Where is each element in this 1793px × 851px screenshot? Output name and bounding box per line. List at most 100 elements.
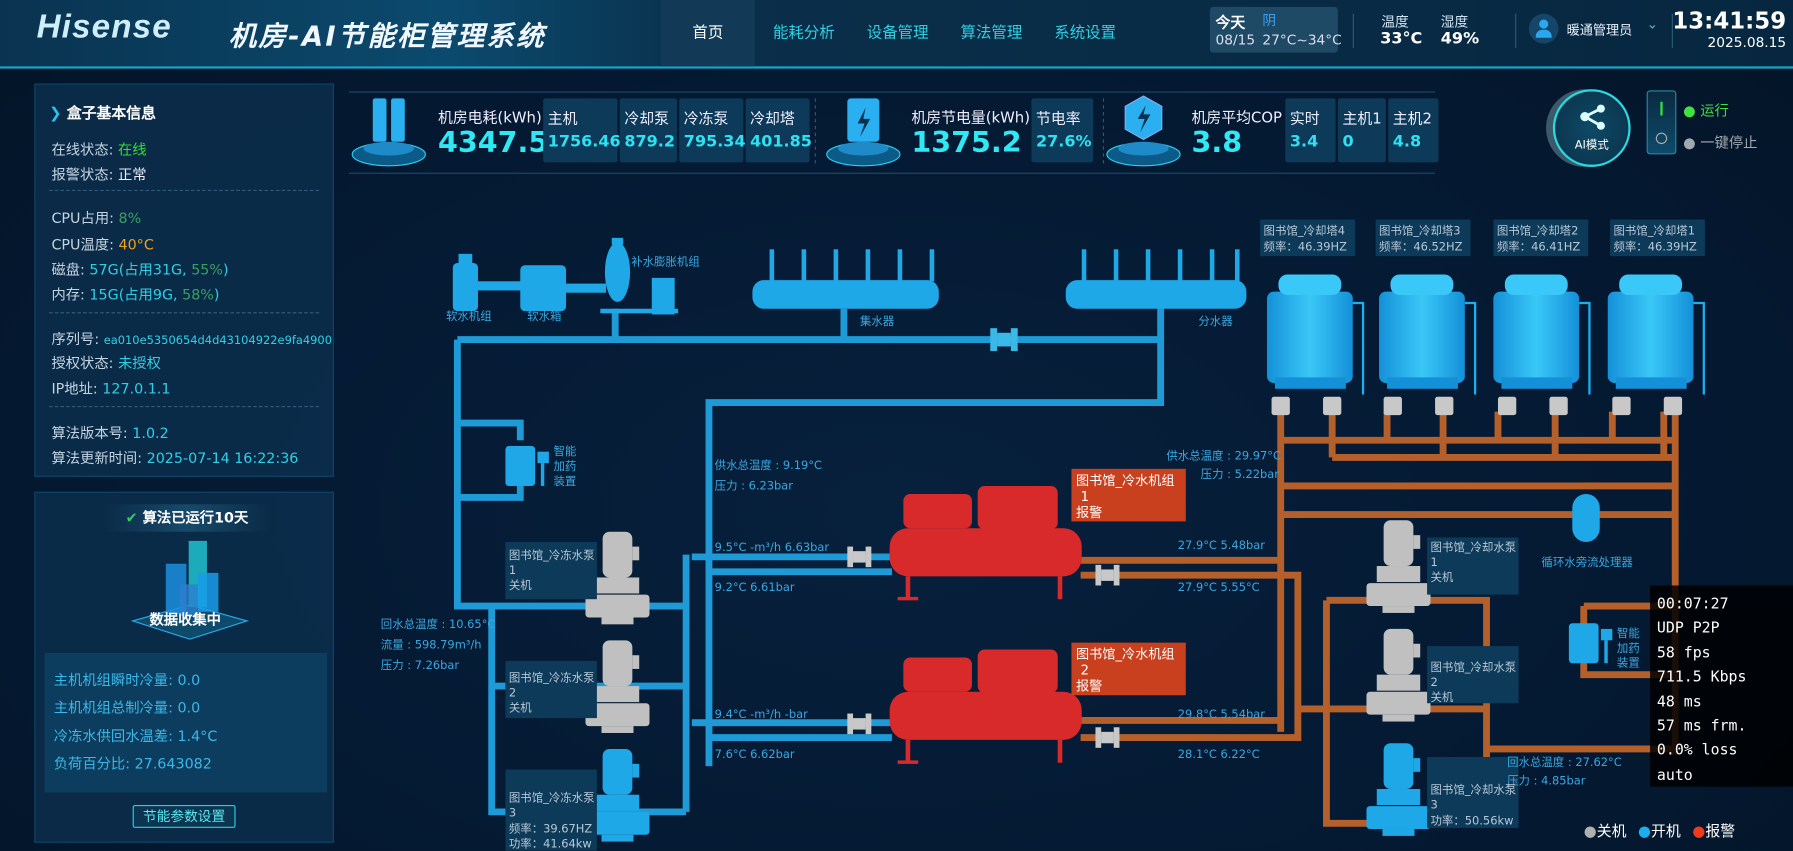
clock-date: 2025.08.15: [1707, 34, 1787, 51]
nav-device-management[interactable]: 设备管理: [866, 24, 929, 43]
tower-4-name: 图书馆_冷却塔4: [1264, 223, 1346, 237]
hisense-logo: Hisense: [36, 9, 172, 46]
chw-pump-3-freq: 频率：39.67HZ: [509, 821, 593, 835]
nav-home[interactable]: 首页: [660, 0, 755, 67]
chiller-2-alarm-box: [1071, 642, 1186, 696]
chw-reading: 9.5°C -m³/h 6.63bar: [715, 540, 830, 554]
cw-reading: 27.9°C 5.55°C: [1178, 580, 1260, 594]
cw-return-temp: 回水总温度 : 27.62°C: [1507, 755, 1622, 769]
tower-3-name: 图书馆_冷却塔3: [1379, 223, 1461, 237]
tower-4-freq: 频率：46.39HZ: [1264, 239, 1348, 253]
chiller-2-no: 2: [1081, 664, 1089, 679]
chevron-down-icon[interactable]: ⌄: [1646, 16, 1659, 33]
cw-pump-3-name: 图书馆_冷却水泵: [1431, 783, 1517, 797]
share-icon: [1580, 104, 1605, 130]
energy-value: 4347.5: [437, 125, 549, 159]
power-saving-icon: [826, 98, 901, 167]
overlay-line: 58 fps: [1656, 644, 1711, 662]
chw-reading: 9.2°C 6.61bar: [715, 580, 795, 594]
distributor-label: 分水器: [1198, 314, 1233, 328]
overlay-line: 711.5 Kbps: [1656, 669, 1747, 687]
one-key-stop-button[interactable]: ● 一键停止: [1683, 133, 1758, 151]
chw-pump-2-status: 关机: [509, 700, 532, 714]
box-info-panel: ❯ 盒子基本信息 在线状态: 在线 报警状态: 正常 CPU占用: 8% CPU…: [34, 83, 334, 477]
nav-system-settings[interactable]: 系统设置: [1054, 24, 1117, 43]
run-stop-switch[interactable]: [1646, 90, 1677, 155]
metric-temp-diff: 冷冻水供回水温差: 1.4°C: [53, 727, 218, 745]
collector-label: 集水器: [860, 314, 895, 328]
chiller-1-name: 图书馆_冷水机组: [1076, 473, 1175, 489]
algo-version: 算法版本号: 1.0.2: [51, 424, 169, 442]
tower-3-freq: 频率：46.52HZ: [1379, 239, 1463, 253]
legend-alarm: ●报警: [1692, 823, 1736, 841]
supply-temp: 供水总温度 : 9.19°C: [715, 458, 822, 472]
cpu-temp: CPU温度: 40°C: [51, 235, 154, 253]
saving-value: 1375.2: [911, 125, 1022, 159]
cw-pump-3-power: 功率：50.56kw: [1431, 813, 1514, 827]
cw-reading: 29.8°C 5.54bar: [1178, 707, 1265, 721]
dosing-right-label: 装置: [1617, 656, 1640, 670]
switch-on-mark: [1660, 101, 1663, 116]
chw-pump-1-name: 图书馆_冷冻水泵: [509, 548, 595, 562]
dosing-device-icon: [505, 445, 549, 486]
temperature-label: 温度: [1381, 13, 1409, 30]
return-pressure: 压力 : 7.26bar: [381, 658, 460, 672]
divider: [49, 312, 320, 314]
dosing-device-right-icon: [1568, 623, 1613, 664]
energy-params-settings-button[interactable]: 节能参数设置: [132, 805, 236, 828]
return-flow: 流量 : 598.79m³/h: [381, 637, 482, 651]
label-boxes: [505, 219, 1705, 851]
user-name[interactable]: 暖通管理员: [1566, 21, 1633, 38]
expansion-unit-icon: [600, 237, 679, 315]
cw-pump-2-no: 2: [1431, 675, 1438, 689]
data-collecting-label: 数据收集中: [149, 610, 221, 628]
divider: [1671, 13, 1673, 49]
dosing-right-label: 加药: [1617, 641, 1640, 655]
cw-pump-1-name: 图书馆_冷却水泵: [1431, 540, 1517, 554]
algo-running-badge: ✔ 算法已运行10天: [104, 504, 270, 532]
soft-water-tank-icon: [520, 265, 567, 312]
dosing-label: 智能: [553, 444, 576, 458]
chw-reading: 9.4°C -m³/h -bar: [715, 707, 808, 721]
overlay-line: 00:07:27: [1656, 595, 1729, 613]
weather-condition: 阴: [1262, 12, 1277, 29]
cw-supply-temp: 供水总温度 : 29.97°C: [1166, 449, 1281, 463]
supply-pressure: 压力 : 6.23bar: [715, 478, 794, 492]
overlay-line: auto: [1656, 767, 1693, 785]
legend-on: ●开机: [1638, 823, 1681, 841]
nav-algorithm-management[interactable]: 算法管理: [960, 24, 1023, 43]
energy-icon: [351, 98, 426, 167]
divider: [1352, 13, 1354, 49]
stream-stats-overlay: 00:07:27 UDP P2P 58 fps 711.5 Kbps 48 ms…: [1650, 585, 1793, 787]
run-status[interactable]: ● 运行: [1683, 101, 1729, 119]
alarm-status: 报警状态: 正常: [51, 165, 147, 183]
chw-pump-3-name: 图书馆_冷冻水泵: [509, 791, 595, 805]
user-avatar-icon[interactable]: [1528, 13, 1559, 44]
nav-energy-analysis[interactable]: 能耗分析: [772, 24, 835, 43]
saving-label: 机房节电量(kWh): [911, 109, 1031, 127]
cw-reading: 28.1°C 6.22°C: [1178, 747, 1260, 761]
side-stream-processor-icon: [1572, 493, 1600, 543]
chiller-1-status: 报警: [1076, 505, 1102, 521]
cw-pump-1-status: 关机: [1431, 570, 1454, 584]
expansion-unit-label: 补水膨胀机组: [631, 254, 700, 268]
switch-off-mark: [1655, 132, 1668, 145]
chw-pump-2-no: 2: [509, 685, 516, 699]
panel-title: ❯ 盒子基本信息: [49, 101, 156, 122]
soft-unit-label: 软水机组: [446, 309, 492, 323]
status-legend: ●关机 ●开机 ●报警: [1584, 819, 1736, 841]
chiller-2-name: 图书馆_冷水机组: [1076, 647, 1175, 663]
ai-mode-button[interactable]: AI模式: [1552, 89, 1631, 167]
chw-pump-1-status: 关机: [509, 578, 532, 592]
algo-update-time: 算法更新时间: 2025-07-14 16:22:36: [51, 449, 299, 467]
tower-2-freq: 频率：46.41HZ: [1497, 239, 1581, 253]
tower-2-name: 图书馆_冷却塔2: [1497, 223, 1579, 237]
